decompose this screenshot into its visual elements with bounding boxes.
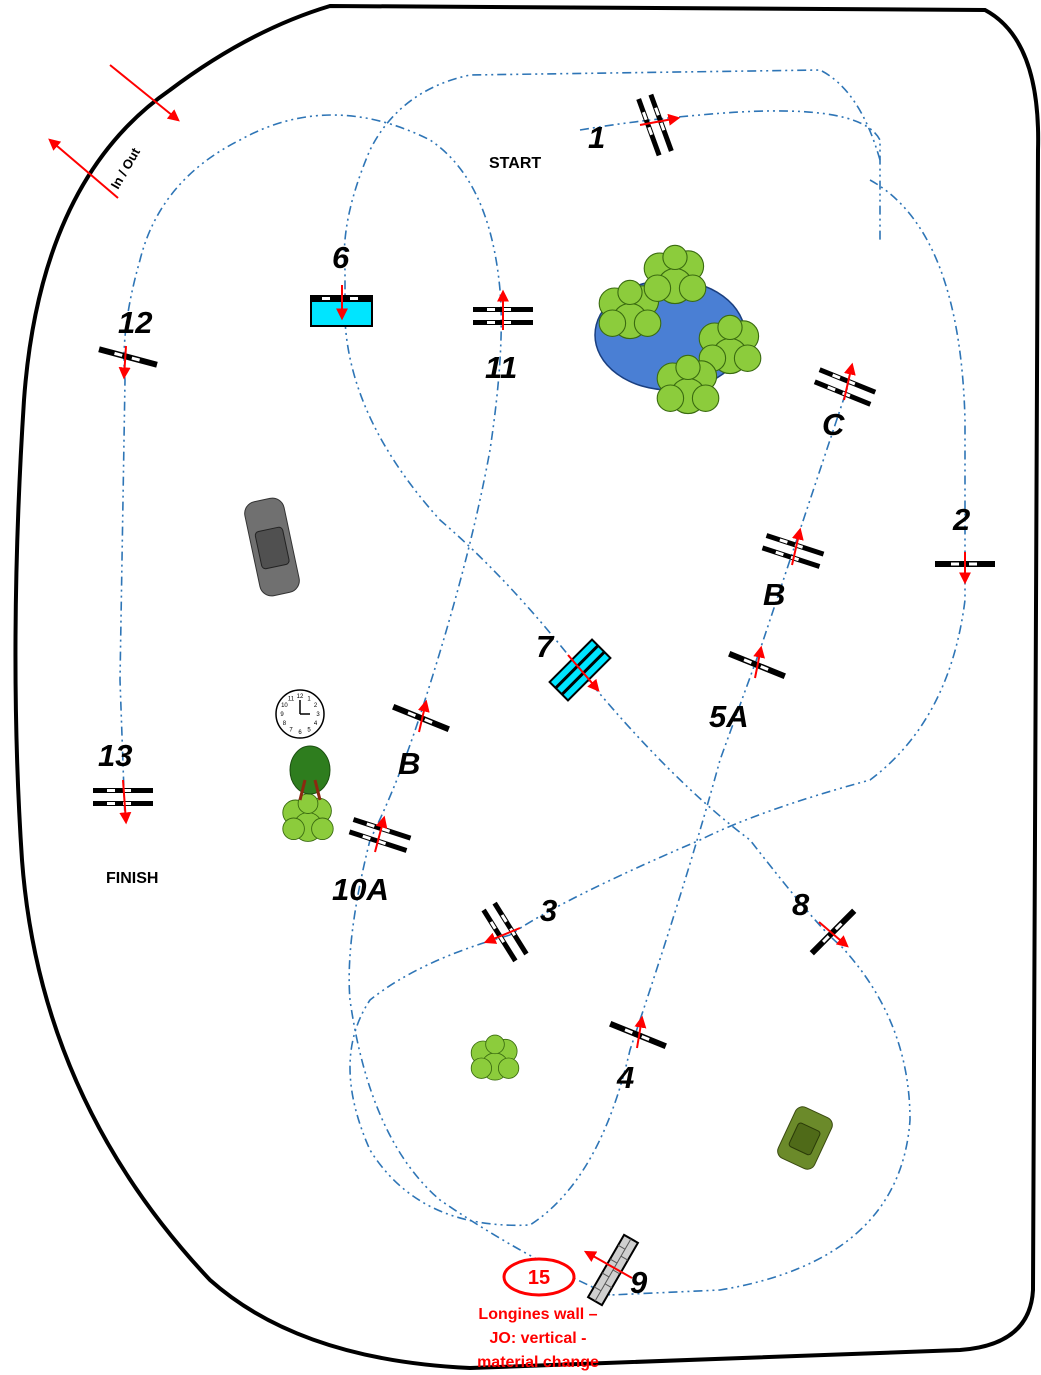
start-label: START xyxy=(489,155,541,172)
fence-7-label: 7 xyxy=(536,629,555,664)
wall-icon xyxy=(586,1233,640,1307)
tree-icon xyxy=(282,793,334,842)
in-out-gate: In / Out xyxy=(48,64,180,199)
clock-numeral: 2 xyxy=(314,703,318,709)
fence-8-label: 8 xyxy=(792,887,810,922)
fence-12-label: 12 xyxy=(118,305,152,340)
clock-numeral: 12 xyxy=(297,694,304,700)
fence-6-label: 6 xyxy=(332,240,350,275)
fence-10a-label: 10A xyxy=(332,872,389,907)
clock-numeral: 3 xyxy=(316,712,320,718)
clock-numeral: 8 xyxy=(283,721,287,727)
fence-4-label: 4 xyxy=(616,1060,634,1095)
car-icon xyxy=(777,1106,833,1170)
fence-10b-label: B xyxy=(398,746,420,781)
fence-12 xyxy=(98,346,158,368)
fence-13-label: 13 xyxy=(98,738,132,773)
fence-5b-label: B xyxy=(763,577,785,612)
clock-numeral: 7 xyxy=(289,728,293,734)
note-line-3: material change xyxy=(477,1354,599,1371)
clock-numeral: 4 xyxy=(314,721,318,727)
clock-numeral: 1 xyxy=(307,696,311,702)
arena-boundary xyxy=(13,3,1041,1371)
note-number: 15 xyxy=(528,1267,550,1289)
direction-arrow-icon xyxy=(118,113,971,1279)
clock-numeral: 6 xyxy=(298,730,302,736)
fence-2-label: 2 xyxy=(952,502,970,537)
car-icon xyxy=(244,497,300,597)
clock-numeral: 9 xyxy=(280,712,284,718)
note-line-1: Longines wall – xyxy=(478,1306,597,1323)
fence-5c xyxy=(813,367,877,407)
fence-9-label: 9 xyxy=(630,1265,648,1300)
fence-11-label: 11 xyxy=(485,350,517,385)
fence-3-label: 3 xyxy=(540,893,557,928)
fence-1-label: 1 xyxy=(588,120,605,155)
fence-3 xyxy=(481,901,529,963)
note-15: 15 Longines wall – JO: vertical - materi… xyxy=(477,1257,599,1371)
in-out-label: In / Out xyxy=(108,145,144,192)
course-route xyxy=(119,69,966,1296)
tree-icon xyxy=(470,1034,520,1081)
clock-numeral: 5 xyxy=(307,728,311,734)
clock-numeral: 11 xyxy=(288,696,295,702)
clock-numeral: 10 xyxy=(281,703,288,709)
note-line-2: JO: vertical - xyxy=(490,1330,587,1347)
tree-icon xyxy=(289,745,331,801)
fence-5c-label: C xyxy=(822,407,845,442)
fence-5a-label: 5A xyxy=(709,699,749,734)
finish-label: FINISH xyxy=(106,870,158,887)
pond-icon xyxy=(594,244,762,415)
fence-8 xyxy=(809,908,857,956)
